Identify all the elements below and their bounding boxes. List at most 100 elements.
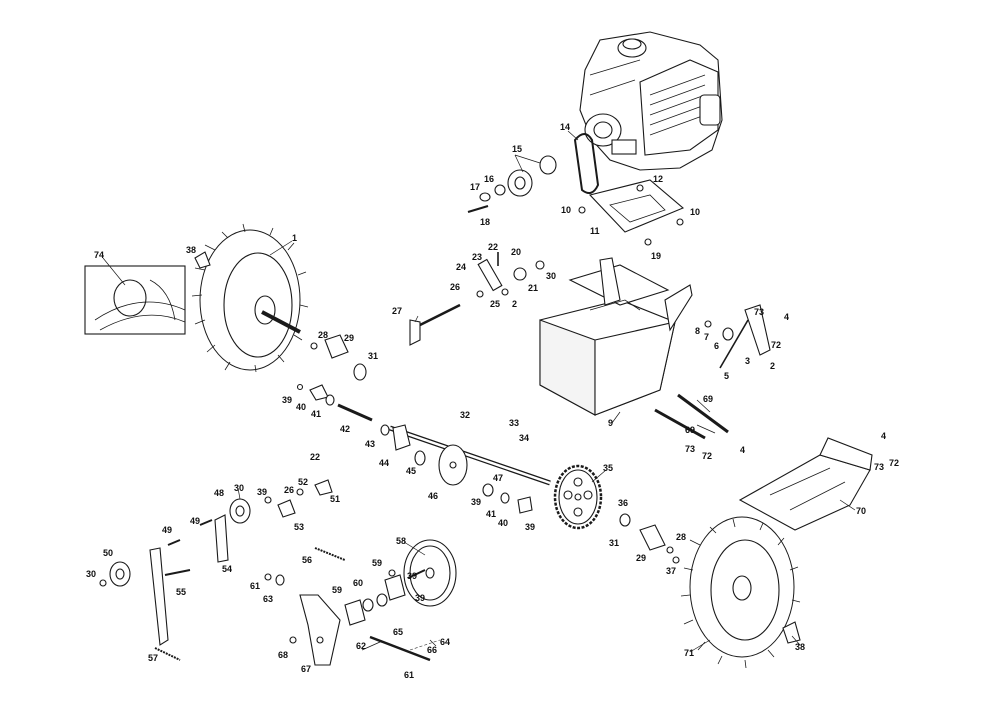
callout-46: 46 [428, 491, 438, 501]
callout-40-center: 40 [498, 518, 508, 528]
wheel-clip-bottom [782, 621, 801, 644]
callout-60: 60 [353, 578, 363, 588]
callout-25: 25 [490, 299, 500, 309]
callout-3: 3 [745, 356, 750, 366]
callout-61-bottom: 61 [404, 670, 414, 680]
callout-59-top: 59 [372, 558, 382, 568]
left-wheel [191, 223, 309, 373]
callout-6: 6 [714, 341, 719, 351]
callout-49-left: 49 [162, 525, 172, 535]
callout-56: 56 [302, 555, 312, 565]
callout-2-top: 2 [512, 299, 517, 309]
drive-belt [573, 133, 600, 195]
callout-55: 55 [176, 587, 186, 597]
callout-54: 54 [222, 564, 232, 574]
main-shaft [389, 425, 551, 486]
idler-arm [264, 573, 441, 666]
callout-72-mid: 72 [702, 451, 712, 461]
callout-73-right: 73 [874, 462, 884, 472]
callout-59-left: 59 [332, 585, 342, 595]
lower-linkage [99, 479, 346, 661]
engine-illustration [579, 31, 723, 171]
callout-65: 65 [393, 627, 403, 637]
callout-11: 11 [590, 226, 600, 236]
callout-21: 21 [528, 283, 538, 293]
callout-33: 33 [509, 418, 519, 428]
callout-32: 32 [460, 410, 470, 420]
callout-26-top: 26 [450, 282, 460, 292]
callout-41-center: 41 [486, 509, 496, 519]
callout-29-left: 29 [344, 333, 354, 343]
callout-30-top: 30 [546, 271, 556, 281]
callout-53: 53 [294, 522, 304, 532]
callout-labels: 74 38 1 28 29 31 14 15 16 17 18 12 10 10… [86, 122, 899, 680]
callout-26-bottom: 26 [284, 485, 294, 495]
left-hub-parts [310, 334, 367, 381]
callout-1: 1 [292, 233, 297, 243]
callout-64: 64 [440, 637, 450, 647]
callout-69-top: 69 [703, 394, 713, 404]
callout-69-bottom: 69 [685, 425, 695, 435]
callout-29-right: 29 [636, 553, 646, 563]
callout-49-right: 49 [190, 516, 200, 526]
callout-35: 35 [603, 463, 613, 473]
callout-7: 7 [704, 332, 709, 342]
linkage-rod [704, 304, 771, 369]
callout-67: 67 [301, 664, 311, 674]
engine-pulley [467, 155, 557, 214]
shift-rod [409, 303, 461, 346]
leader-lines [102, 130, 856, 653]
callout-61-top: 61 [250, 581, 260, 591]
callout-28-right: 28 [676, 532, 686, 542]
callout-24: 24 [456, 262, 466, 272]
callout-4-top: 4 [784, 312, 789, 322]
callout-15: 15 [512, 144, 522, 154]
callout-44: 44 [379, 458, 389, 468]
callout-66: 66 [427, 645, 437, 655]
callout-19: 19 [651, 251, 661, 261]
callout-63: 63 [263, 594, 273, 604]
callout-14: 14 [560, 122, 570, 132]
callout-4-right: 4 [881, 431, 886, 441]
shaft-parts [380, 424, 468, 486]
detail-inset [84, 265, 186, 335]
callout-8: 8 [695, 326, 700, 336]
skid-plate [738, 437, 873, 531]
callout-58: 58 [396, 536, 406, 546]
callout-23: 23 [472, 252, 482, 262]
callout-62: 62 [356, 641, 366, 651]
callout-52: 52 [298, 477, 308, 487]
frame-housing [539, 257, 693, 416]
callout-2-right: 2 [770, 361, 775, 371]
callout-68: 68 [278, 650, 288, 660]
callout-39-left: 39 [282, 395, 292, 405]
callout-10-left: 10 [561, 205, 571, 215]
callout-39-idler-b: 39 [415, 593, 425, 603]
callout-48: 48 [214, 488, 224, 498]
tie-rods [654, 393, 729, 440]
callout-47: 47 [493, 473, 503, 483]
right-hub-parts [639, 524, 680, 564]
drive-pulley [403, 539, 457, 607]
callout-36: 36 [618, 498, 628, 508]
callout-40-left: 40 [296, 402, 306, 412]
callout-45: 45 [406, 466, 416, 476]
callout-72-right: 72 [889, 458, 899, 468]
callout-38-top: 38 [186, 245, 196, 255]
center-bearings [482, 483, 631, 527]
callout-39-center: 39 [471, 497, 481, 507]
callout-74: 74 [94, 250, 104, 260]
callout-17: 17 [470, 182, 480, 192]
callout-42: 42 [340, 424, 350, 434]
callout-70: 70 [856, 506, 866, 516]
callout-72-top: 72 [771, 340, 781, 350]
callout-18: 18 [480, 217, 490, 227]
callout-27: 27 [392, 306, 402, 316]
callout-50: 50 [103, 548, 113, 558]
callout-38-bottom: 38 [795, 642, 805, 652]
callout-37: 37 [666, 566, 676, 576]
callout-10-right: 10 [690, 207, 700, 217]
callout-34: 34 [519, 433, 529, 443]
callout-5: 5 [724, 371, 729, 381]
